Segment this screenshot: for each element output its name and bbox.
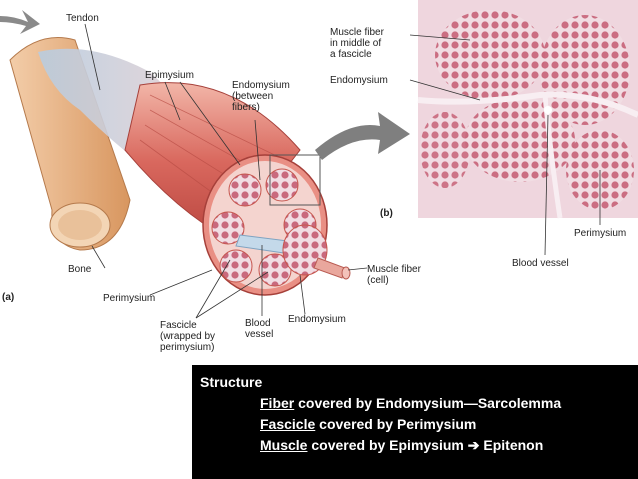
blood-vessel-label-a: Blood vessel	[245, 318, 274, 340]
blood-vessel-label-b: Blood vessel	[512, 258, 569, 269]
panel-arrow	[315, 112, 410, 160]
term-fascicle: Fascicle	[260, 416, 316, 432]
structure-row-fascicle: Fascicle covered by Perimysium	[260, 416, 476, 432]
term-muscle: Muscle	[260, 437, 308, 453]
bone-drawing	[9, 37, 131, 251]
perimysium-label-a: Perimysium	[103, 293, 156, 304]
desc-fiber: covered by Endomysium—Sarcolemma	[294, 395, 562, 411]
muscle-fiber-middle-label: Muscle fiber in middle of a fascicle	[330, 27, 384, 60]
perimysium-label-b: Perimysium	[574, 228, 627, 239]
leader-lines	[84, 23, 601, 319]
fascicle-and-fiber	[282, 224, 351, 280]
structure-title: Structure	[200, 374, 263, 390]
top-left-arrow	[0, 10, 40, 34]
structure-row-fiber: Fiber covered by Endomysium—Sarcolemma	[260, 395, 561, 411]
endomysium-label-b: Endomysium	[330, 75, 388, 86]
tendon-label: Tendon	[66, 13, 99, 24]
panel-a-label: (a)	[2, 292, 15, 303]
epimysium-label: Epimysium	[145, 70, 194, 81]
desc-fascicle: covered by Perimysium	[315, 416, 477, 432]
fascicle-label: Fascicle (wrapped by perimysium)	[160, 320, 216, 353]
panel-b-label: (b)	[380, 208, 393, 219]
structure-textbox: Structure Fiber covered by Endomysium—Sa…	[192, 365, 638, 479]
histology-image	[417, 0, 638, 219]
muscle-fiber-cell-label: Muscle fiber (cell)	[367, 264, 421, 286]
term-fiber: Fiber	[260, 395, 295, 411]
structure-row-muscle: Muscle covered by Epimysium ➔ Epitenon	[260, 437, 543, 454]
endomysium-between-label: Endomysium (between fibers)	[232, 80, 290, 113]
desc-muscle: covered by Epimysium ➔ Epitenon	[307, 437, 544, 453]
bone-label: Bone	[68, 264, 92, 275]
endomysium-label-a: Endomysium	[288, 314, 346, 325]
